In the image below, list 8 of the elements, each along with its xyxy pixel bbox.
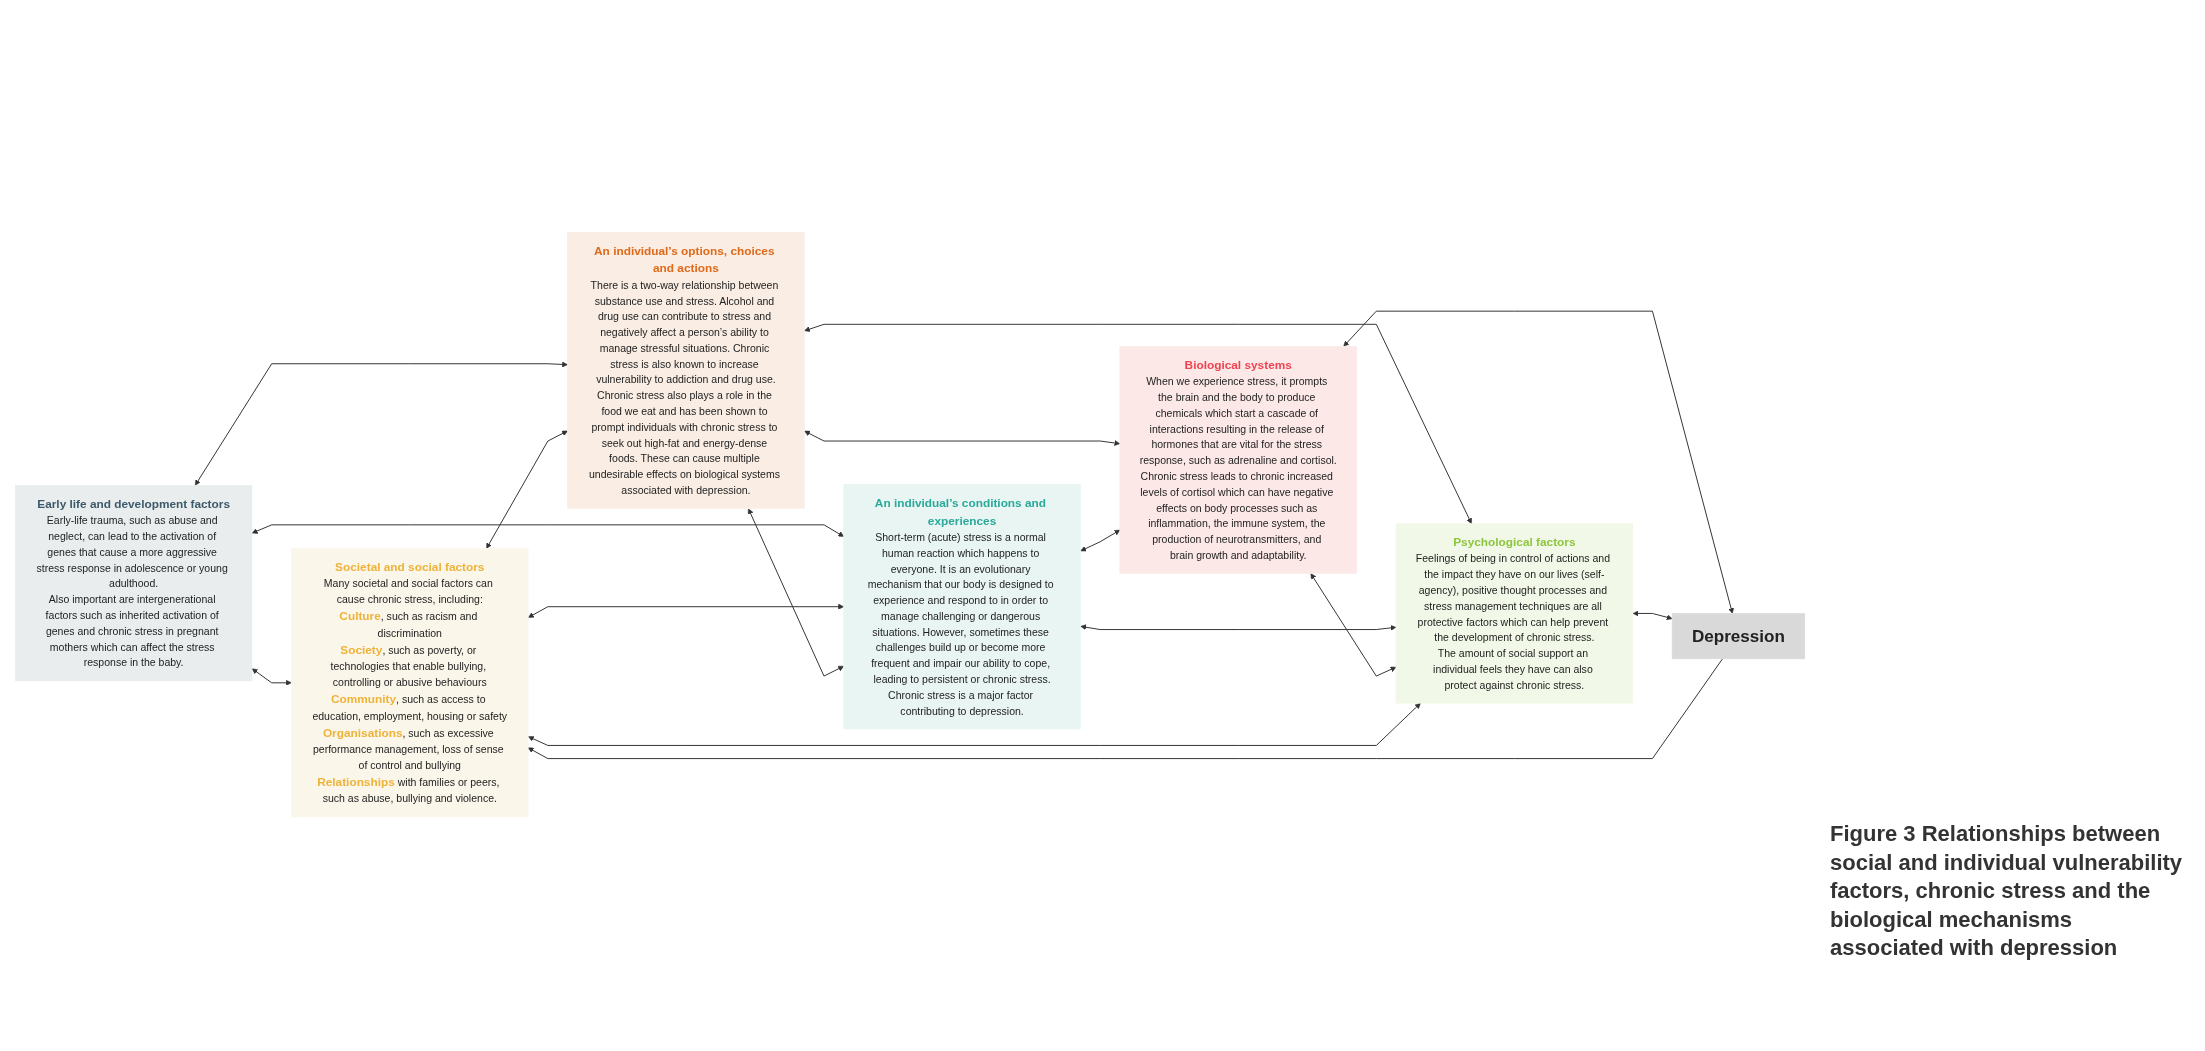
node-box: Societal and social factors Many societal and social factors can cause chronic stress, including: Culture, such as racism and discrimination Society, such as poverty, or technologies that enable bullying, controlling or abusive behaviours Community, such as access to education, employment, housing or safety Organisations, such as excessive performance management, loss of sense of control and bullying Relationships with families or peers, such as abuse, bullying and violence. (291, 548, 529, 818)
node-box: Biological systems When we experience stress, it prompts the brain and the body to produce chemicals which start a cascade of interactions resulting in the release of hormones that are vital for the stress response, such as adrenaline and cortisol. Chronic stress leads to chronic increased levels of cortisol which can have negative effects on body processes such as inflammation, the immune system, the production of neurotransmitters, and brain growth and adaptability. (1119, 346, 1357, 575)
node-box: Early life and development factors Early-life trauma, such as abuse and neglect, can lead to the activation of genes that cause a more aggressive stress response in adolescence or young adulthood. Also important are intergenerational factors such as inherited activation of genes and chronic stress in pregnant mothers which can affect the stress response in the baby. (14, 485, 253, 682)
node-box: Depression (1671, 613, 1806, 660)
node-box: Psychological factors Feelings of being in control of actions and the impact they have on our lives (self-agency), positive thought processes and stress management techniques are all protective factors which can help prevent the development of chronic stress. The amount of social support an individual feels they have can also protect against chronic stress. (1395, 523, 1634, 704)
figure-caption: Figure 3 Relationships between social and individual vulnerability factors, chronic stress and the biological mechanisms associated with depression (1830, 820, 2184, 963)
node-box: An individual’s conditions and experiences Short-term (acute) stress is a normal human reaction which happens to everyone. It is an evolutionary mechanism that our body is designed to experience and respond to in order to manage challenging or dangerous situations. However, sometimes these challenges build up or become more frequent and impair our ability to cope, leading to persistent or chronic stress. Chronic stress is a major factor contributing to depression. (843, 484, 1081, 730)
node-box: An individual’s options, choices and actions There is a two-way relationship between substance use and stress. Alcohol and drug use can contribute to stress and negatively affect a person’s ability to manage stressful situations. Chronic stress is also known to increase vulnerability to addiction and drug use. Chronic stress also plays a role in the food we eat and has been shown to prompt individuals with chronic stress to seek out high-fat and energy-dense foods. These can cause multiple undesirable effects on biological systems associated with depression. (567, 232, 805, 510)
